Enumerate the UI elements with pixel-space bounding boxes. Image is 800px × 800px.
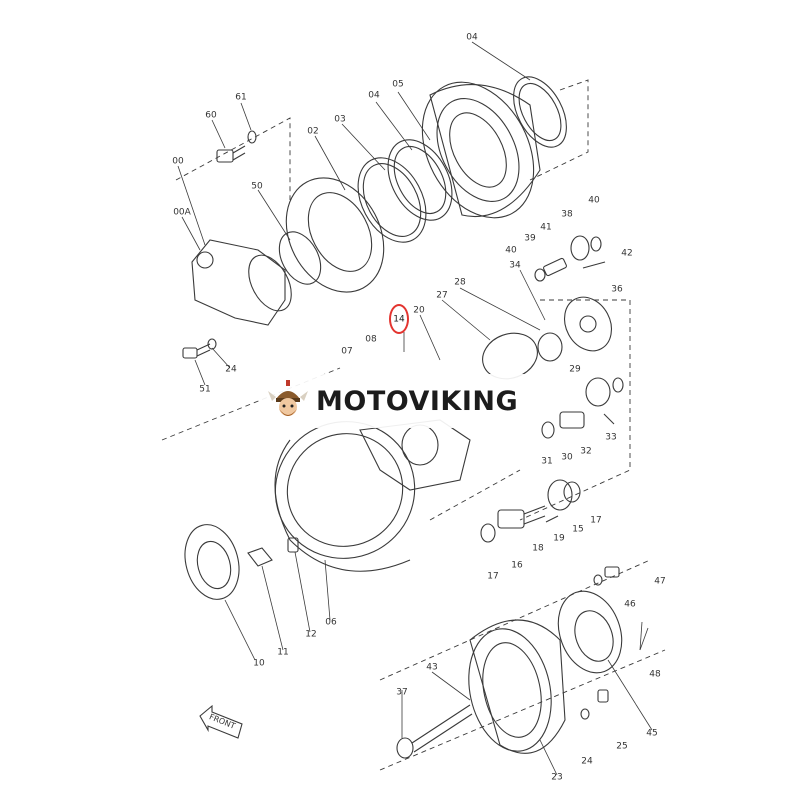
part-label: 47 <box>654 576 666 587</box>
highlight-circle <box>389 304 409 334</box>
part-label: 50 <box>251 181 263 192</box>
part-label: 24 <box>581 756 593 767</box>
part-label: 46 <box>624 599 636 610</box>
part-label: 29 <box>569 364 581 375</box>
part-label: 48 <box>649 669 661 680</box>
part-label: 08 <box>365 334 377 345</box>
clip-11 <box>247 547 273 567</box>
shaft-assembly-top <box>534 235 606 282</box>
bolt-12 <box>287 537 299 553</box>
shaft-assembly-mid <box>541 377 624 439</box>
shaft-assembly-bottom <box>480 479 581 543</box>
watermark-banner: MOTOVIKING <box>262 374 534 428</box>
viking-logo-icon <box>268 380 308 416</box>
part-label: 60 <box>205 110 217 121</box>
carrier-36 <box>563 296 613 352</box>
part-label: 39 <box>524 233 536 244</box>
part-label: 27 <box>436 290 448 301</box>
part-label: 20 <box>413 305 425 316</box>
part-label: 02 <box>307 126 319 137</box>
bolt-51 <box>182 338 217 359</box>
o-ring <box>278 231 322 285</box>
housing-top <box>421 81 541 219</box>
washer-24 <box>580 708 590 720</box>
part-label: 17 <box>487 571 499 582</box>
part-label: 16 <box>511 560 523 571</box>
bolt-25 <box>597 689 609 703</box>
drum-23 <box>468 619 566 754</box>
part-label: 17 <box>590 515 602 526</box>
bolt-47 <box>593 566 620 586</box>
part-label: 12 <box>305 629 317 640</box>
brand-name: MOTOVIKING <box>316 385 519 417</box>
part-label: 43 <box>426 662 438 673</box>
part-label: 04 <box>466 32 478 43</box>
part-label: 24 <box>225 364 237 375</box>
part-label: 36 <box>611 284 623 295</box>
part-label: 33 <box>605 432 617 443</box>
part-label: 06 <box>325 617 337 628</box>
part-label: 37 <box>396 687 408 698</box>
bolt-60 <box>216 130 257 163</box>
travel-motor <box>191 239 292 326</box>
part-label: 07 <box>341 346 353 357</box>
part-label: 32 <box>580 446 592 457</box>
part-label: 51 <box>199 384 211 395</box>
flange <box>285 177 385 293</box>
part-label: 40 <box>505 245 517 256</box>
part-label: 05 <box>392 79 404 90</box>
seal-rings <box>357 139 453 243</box>
part-label: 19 <box>553 533 565 544</box>
part-label: 00A <box>173 207 191 218</box>
sun-gear <box>359 419 471 491</box>
part-label: 10 <box>253 658 265 669</box>
part-label: 34 <box>509 260 521 271</box>
hub-45 <box>557 590 623 674</box>
part-label: 18 <box>532 543 544 554</box>
part-label: 03 <box>334 114 346 125</box>
part-label: 11 <box>277 647 289 658</box>
part-label: 30 <box>561 452 573 463</box>
part-label: 45 <box>646 728 658 739</box>
seal-ring-top <box>513 76 567 148</box>
part-label: 40 <box>588 195 600 206</box>
part-label: 00 <box>172 156 184 167</box>
leader-lines <box>177 41 653 776</box>
part-label: 15 <box>572 524 584 535</box>
cover-plate-10 <box>184 524 240 600</box>
part-label: 38 <box>561 209 573 220</box>
part-label: 42 <box>621 248 633 259</box>
part-label: 61 <box>235 92 247 103</box>
part-label: 41 <box>540 222 552 233</box>
part-label: 28 <box>454 277 466 288</box>
part-label: 04 <box>368 90 380 101</box>
shaft-37 <box>396 704 473 759</box>
front-arrow <box>199 704 243 739</box>
part-label: 25 <box>616 741 628 752</box>
part-label: 31 <box>541 456 553 467</box>
part-label: 23 <box>551 772 563 783</box>
